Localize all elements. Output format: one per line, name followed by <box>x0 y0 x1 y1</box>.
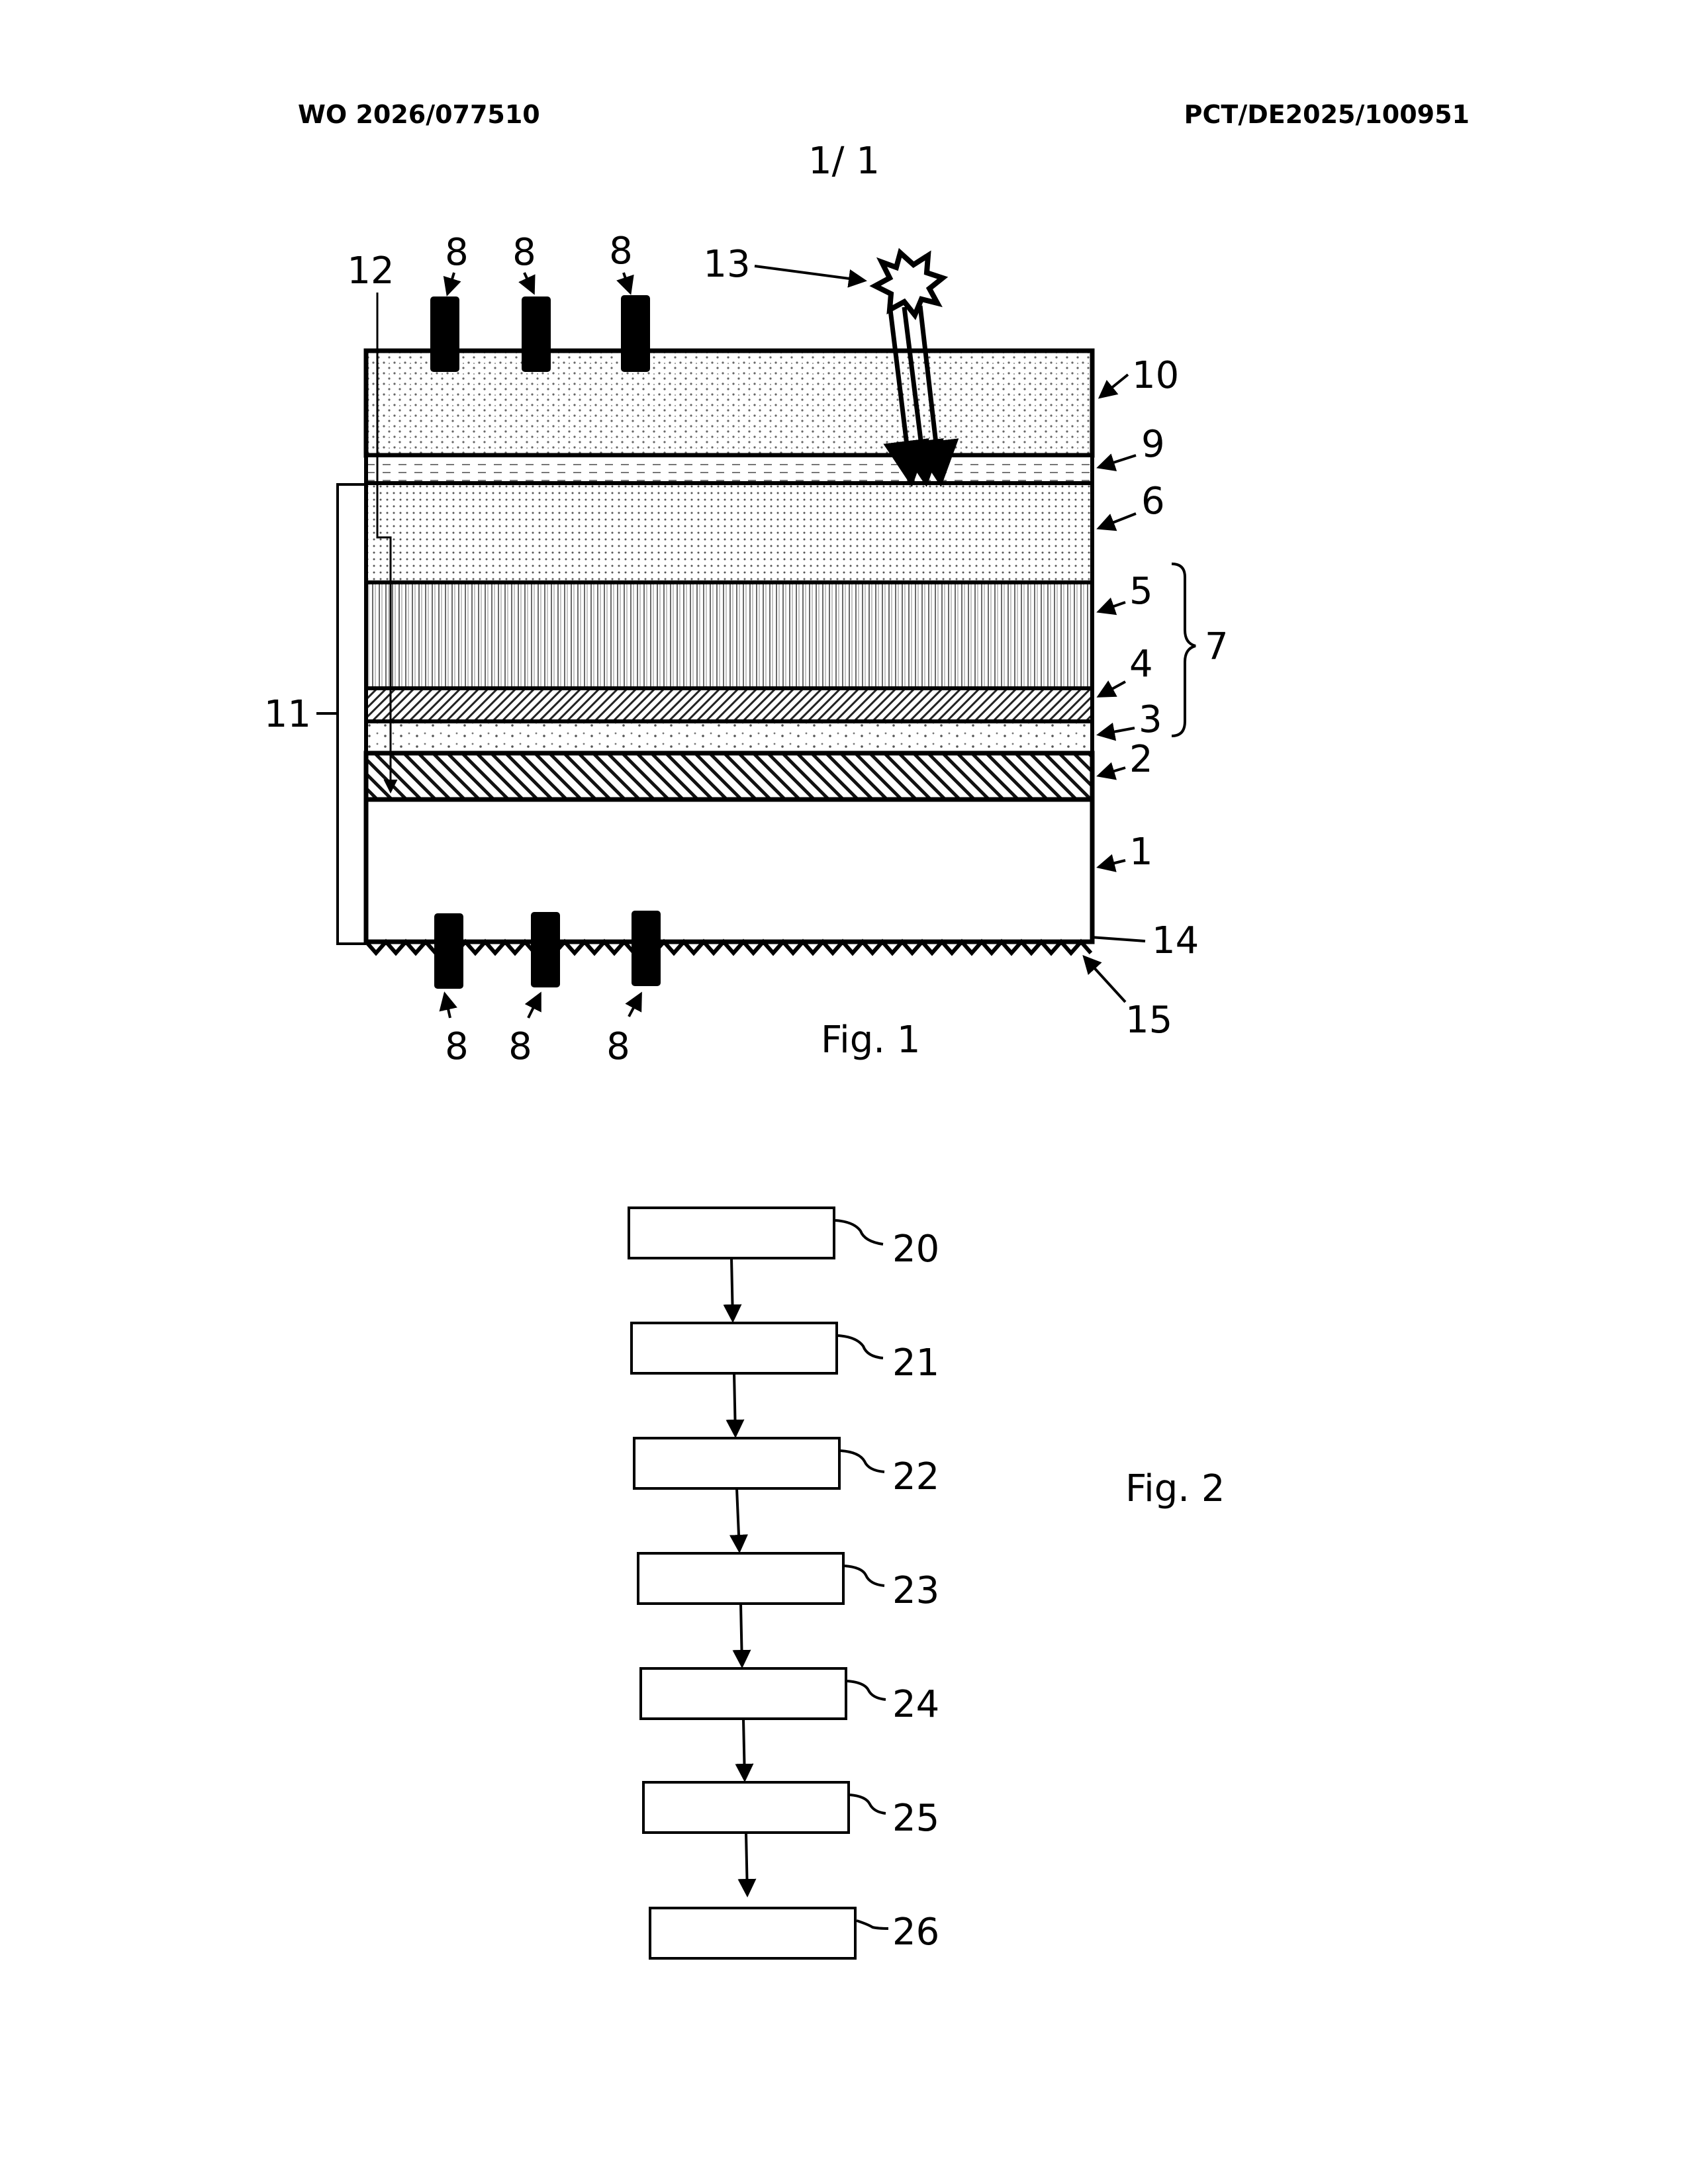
label-9: 9 <box>1141 423 1165 466</box>
arrow-8-bottom-2 <box>528 994 540 1018</box>
leader-24 <box>847 1681 886 1700</box>
label-5: 5 <box>1129 570 1153 613</box>
fig1-caption: Fig. 1 <box>821 1019 920 1062</box>
layer-6 <box>366 483 1092 582</box>
label-3: 3 <box>1139 698 1162 741</box>
label-6: 6 <box>1141 480 1165 523</box>
arrow-5 <box>1099 602 1125 612</box>
arrow-4 <box>1099 682 1125 696</box>
bottom-contact-3 <box>632 911 661 986</box>
label-8-bottom-2: 8 <box>508 1025 532 1068</box>
top-contact-2 <box>522 296 551 372</box>
fig2-flowchart: 20 21 22 23 24 25 26 <box>629 1208 939 1958</box>
step-box-21 <box>632 1323 837 1373</box>
arrow-2 <box>1099 768 1125 776</box>
arrow-10 <box>1100 375 1128 397</box>
label-8-top-3: 8 <box>609 230 633 273</box>
label-2: 2 <box>1129 738 1153 781</box>
flow-arrow-24-25 <box>743 1719 745 1780</box>
arrow-3 <box>1099 728 1135 735</box>
arrow-13 <box>755 266 865 281</box>
fig2-caption: Fig. 2 <box>1125 1467 1225 1510</box>
leader-23 <box>845 1566 884 1586</box>
step-box-23 <box>638 1553 843 1604</box>
application-number: PCT/DE2025/100951 <box>1184 100 1470 129</box>
flow-arrow-23-24 <box>741 1604 742 1666</box>
label-7: 7 <box>1205 625 1229 668</box>
bottom-contact-2 <box>531 912 560 987</box>
top-contact-1 <box>430 296 459 372</box>
label-1: 1 <box>1129 831 1153 874</box>
step-label-20: 20 <box>892 1228 939 1271</box>
arrow-8-top-3 <box>624 273 630 293</box>
layer-5 <box>366 582 1092 688</box>
step-box-20 <box>629 1208 834 1258</box>
layer-10 <box>366 351 1092 455</box>
layer-9 <box>366 455 1092 483</box>
step-label-23: 23 <box>892 1569 939 1612</box>
step-box-24 <box>641 1668 846 1719</box>
leader-21 <box>838 1336 883 1358</box>
label-8-bottom-1: 8 <box>445 1025 469 1068</box>
fig1-layer-stack <box>366 351 1092 942</box>
label-8-bottom-3: 8 <box>606 1025 630 1068</box>
label-12: 12 <box>347 250 394 293</box>
label-10: 10 <box>1132 354 1179 397</box>
step-label-21: 21 <box>892 1342 939 1385</box>
arrow-8-top-2 <box>524 273 534 293</box>
label-4: 4 <box>1129 643 1153 686</box>
arrow-8-bottom-1 <box>445 994 450 1018</box>
flow-arrow-21-22 <box>734 1373 735 1435</box>
label-8-top-1: 8 <box>445 231 469 274</box>
sheet-number: 1/ 1 <box>808 140 880 183</box>
brace-7 <box>1172 564 1196 736</box>
label-11: 11 <box>264 693 311 736</box>
arrow-8-top-1 <box>447 273 454 294</box>
step-box-22 <box>634 1438 839 1488</box>
bottom-contact-1 <box>434 913 463 989</box>
leader-25 <box>850 1795 886 1813</box>
arrow-8-bottom-3 <box>629 994 641 1017</box>
label-13: 13 <box>703 243 750 286</box>
layer-3 <box>366 721 1092 753</box>
arrow-15 <box>1084 957 1125 1002</box>
step-box-26 <box>650 1908 855 1958</box>
step-label-25: 25 <box>892 1797 939 1840</box>
layer-2 <box>366 753 1092 799</box>
step-label-24: 24 <box>892 1683 939 1726</box>
light-source-13-icon <box>875 253 943 315</box>
step-label-26: 26 <box>892 1911 939 1954</box>
leader-22 <box>841 1451 884 1472</box>
publication-number: WO 2026/077510 <box>298 100 540 129</box>
flow-arrow-20-21 <box>731 1258 733 1320</box>
bracket-11 <box>338 484 366 944</box>
arrow-9 <box>1099 455 1136 467</box>
step-label-22: 22 <box>892 1455 939 1498</box>
leader-20 <box>835 1220 883 1244</box>
layer-4 <box>366 688 1092 721</box>
label-8-top-2: 8 <box>512 231 536 274</box>
leader-26 <box>857 1921 888 1929</box>
label-14: 14 <box>1152 919 1199 962</box>
step-box-25 <box>643 1782 849 1833</box>
layer-1-substrate <box>366 799 1092 942</box>
arrow-6 <box>1099 514 1136 528</box>
leader-14 <box>1091 937 1145 941</box>
top-contact-3 <box>621 295 650 372</box>
label-15: 15 <box>1125 999 1172 1042</box>
flow-arrow-22-23 <box>737 1488 739 1551</box>
flow-arrow-25-26 <box>746 1833 747 1895</box>
arrow-1 <box>1099 860 1125 867</box>
